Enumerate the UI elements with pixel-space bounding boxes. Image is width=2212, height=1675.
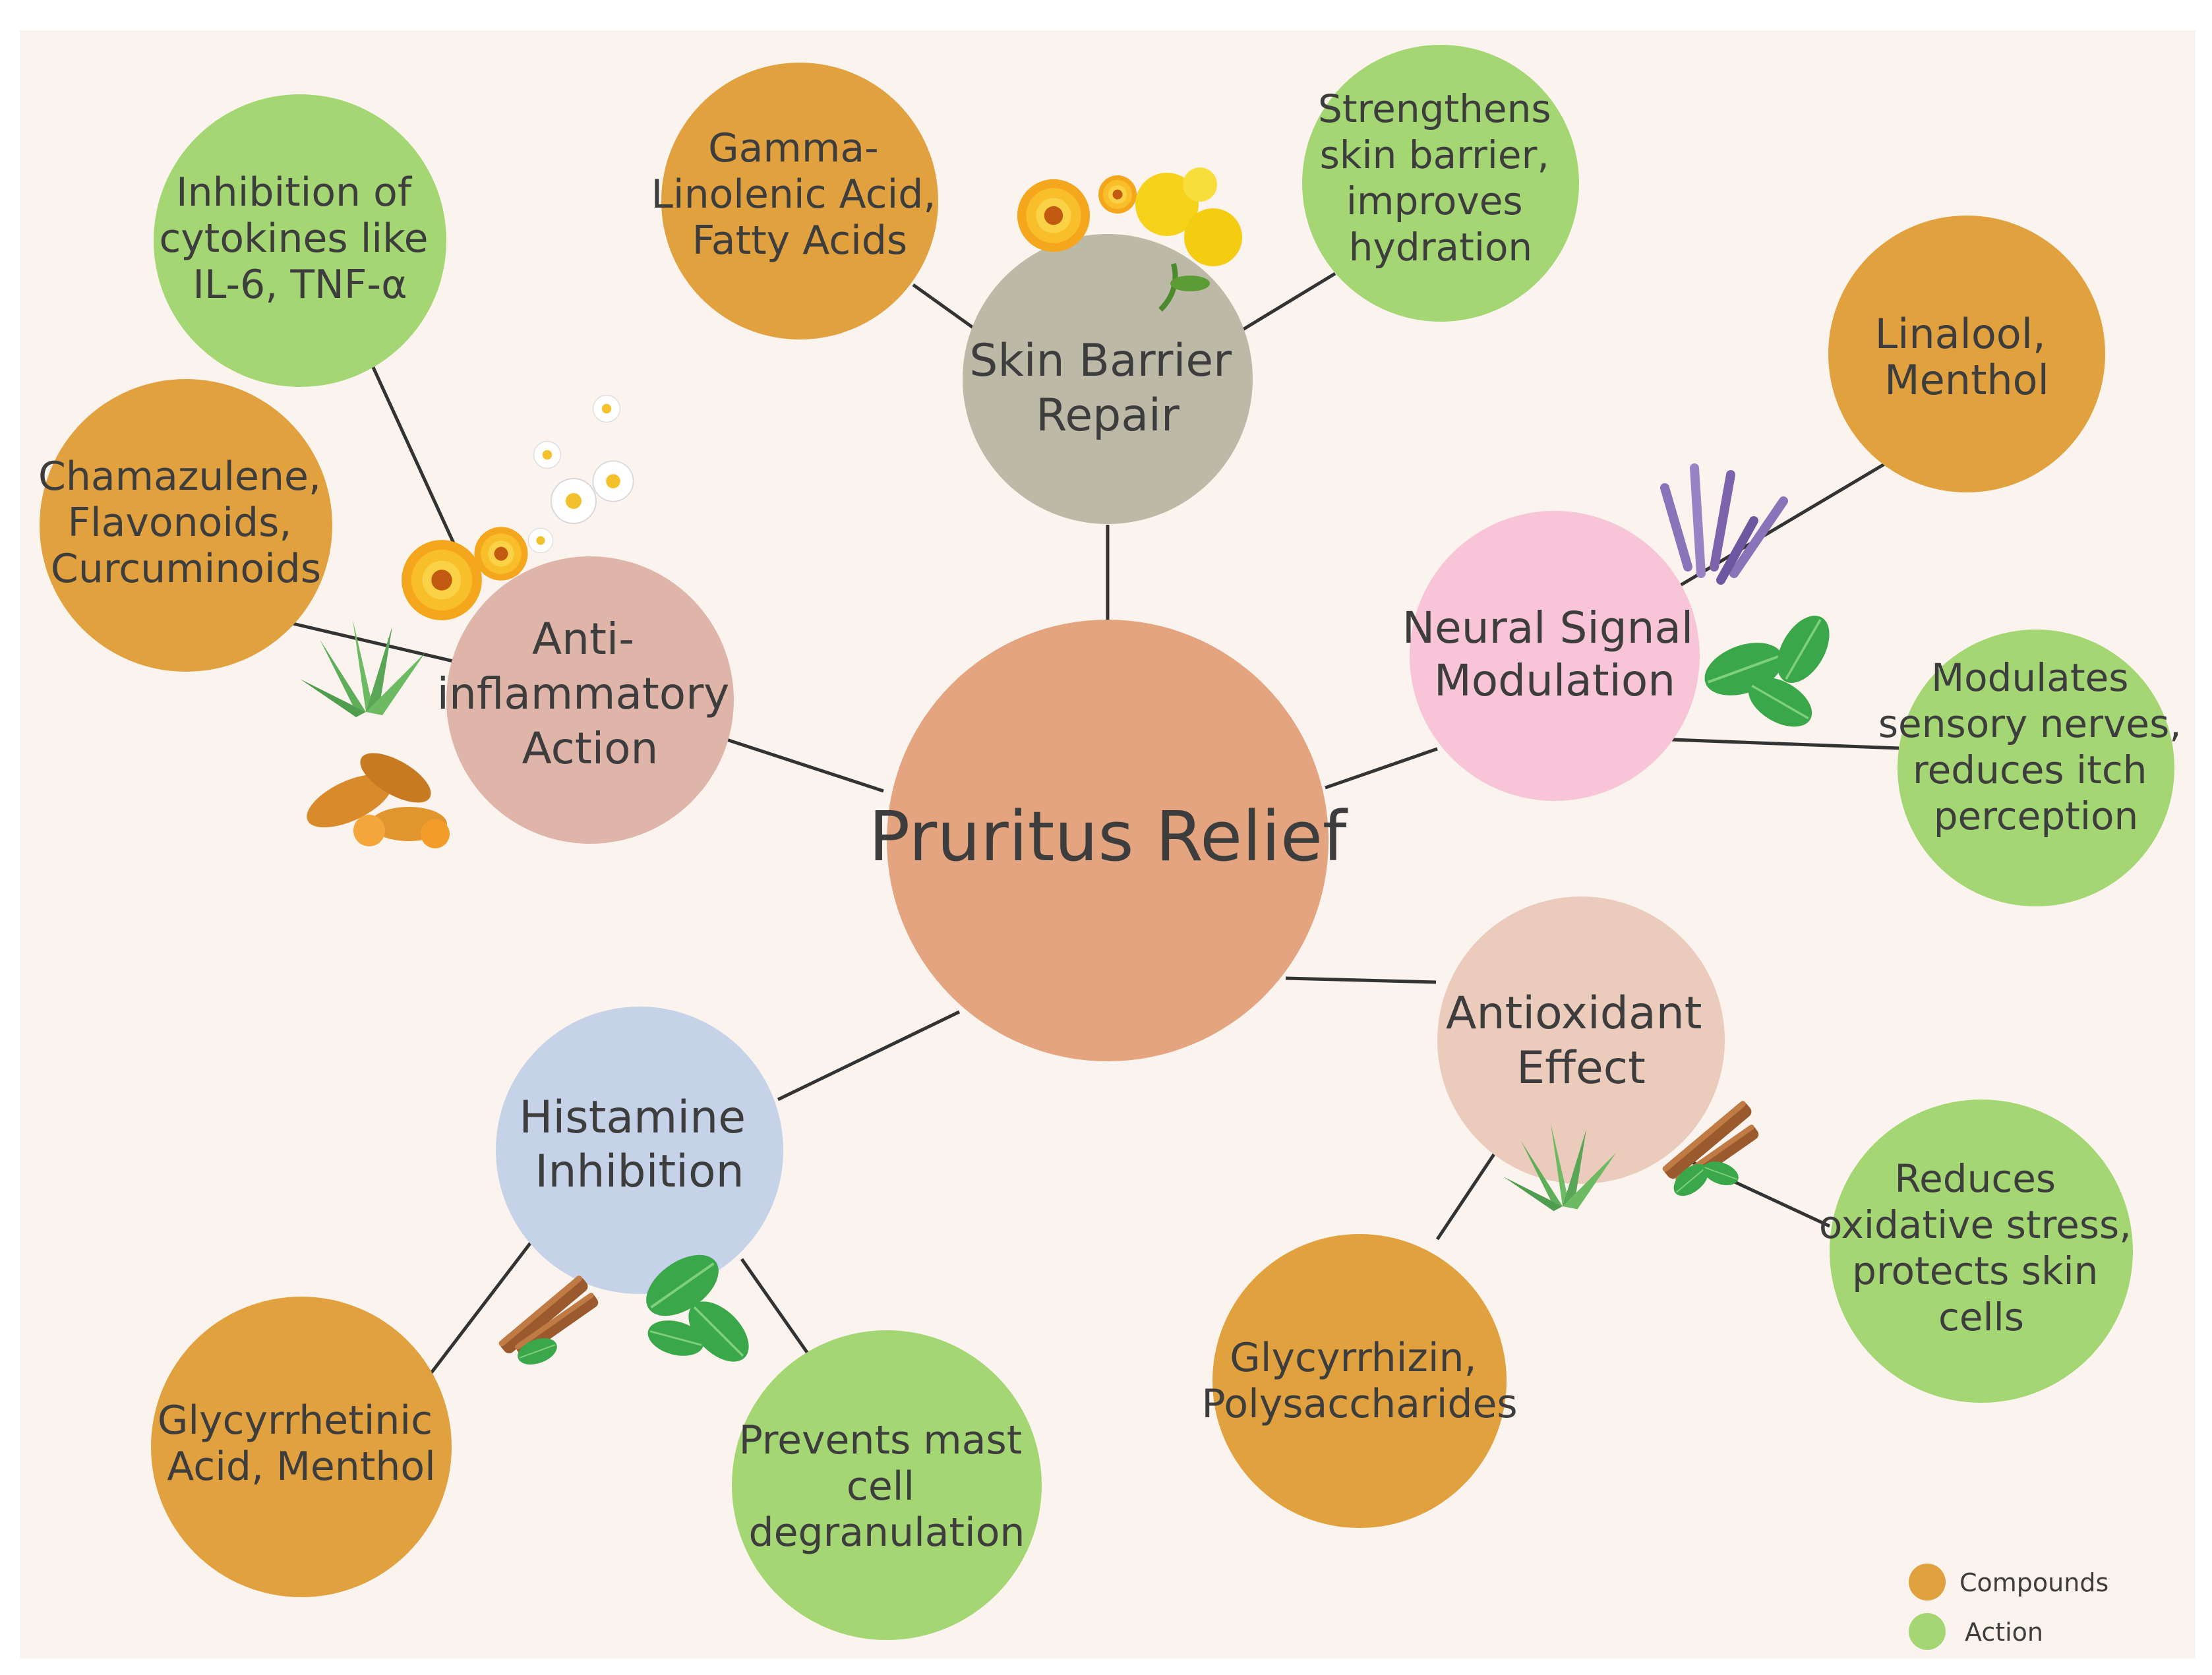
connector-center-anti-inflammatory	[718, 735, 884, 793]
legend: Compounds Action	[1909, 1564, 2108, 1650]
connector-histamine-compound	[427, 1241, 532, 1378]
connector-skin-barrier-compound	[912, 283, 977, 332]
legend-label-action: Action	[1965, 1618, 2043, 1647]
compound-node-glycyrrhetinic	[151, 1297, 452, 1597]
action-label-modulates-nerves: Modulates sensory nerves, reduces itch p…	[1878, 655, 2194, 838]
action-label-prevents-mast: Prevents mast cell degranulation	[739, 1417, 1035, 1556]
aloe-icon	[300, 620, 425, 717]
turmeric-icon	[307, 753, 450, 848]
action-node-reduces-oxidative	[1830, 1100, 2133, 1403]
compound-label-glycyrrhetinic: Glycyrrhetinic Acid, Menthol	[158, 1397, 445, 1490]
plant-illustration-anti-inflammatory	[300, 394, 634, 848]
connector-histamine-action	[740, 1258, 813, 1359]
mechanism-label-histamine: Histamine Inhibition	[519, 1092, 760, 1198]
connector-center-antioxidant	[1285, 976, 1437, 984]
chamomile-icon	[527, 394, 634, 554]
action-label-reduces-oxidative: Reduces oxidative stress, protects skin …	[1819, 1156, 2143, 1339]
mechanism-node-histamine	[496, 1007, 783, 1294]
mechanism-label-neural: Neural Signal Modulation	[1402, 602, 1707, 706]
mechanism-node-neural	[1410, 511, 1700, 801]
connector-lines	[289, 272, 1899, 1378]
connector-neural-compound	[1677, 459, 1890, 589]
action-node-prevents-mast	[732, 1330, 1042, 1640]
mechanism-label-antioxidant: Antioxidant Effect	[1446, 987, 1716, 1094]
center-label: Pruritus Relief	[868, 796, 1348, 877]
connector-skin-barrier-action	[1241, 272, 1336, 332]
plant-illustration-skin-barrier	[1017, 167, 1242, 312]
mechanism-label-anti-inflammatory: Anti- inflammatory Action	[437, 614, 744, 774]
connector-anti-inflammatory-action	[371, 365, 463, 562]
action-node-inhibition-cytokines	[154, 94, 446, 387]
compound-node-chamazulene	[40, 379, 332, 672]
compound-node-gamma-linolenic	[661, 63, 938, 339]
plant-illustration-neural	[1660, 463, 1841, 738]
mint-icon	[1696, 605, 1841, 738]
compound-label-chamazulene: Chamazulene, Flavonoids, Curcuminoids	[38, 454, 334, 592]
action-label-strengthens-barrier: Strengthens skin barrier, improves hydra…	[1318, 86, 1563, 270]
connector-antioxidant-compound	[1435, 1149, 1499, 1241]
compound-label-glycyrrhizin: Glycyrrhizin, Polysaccharides	[1201, 1335, 1517, 1427]
connector-center-histamine	[777, 1010, 961, 1102]
legend-swatch-action	[1909, 1613, 1946, 1650]
legend-label-compounds: Compounds	[1959, 1568, 2108, 1597]
legend-swatch-compounds	[1909, 1564, 1946, 1601]
compound-node-linalool	[1828, 216, 2105, 492]
compound-node-glycyrrhizin	[1212, 1234, 1507, 1528]
evening-primrose-icon	[1135, 167, 1242, 312]
mechanism-node-antioxidant	[1437, 896, 1725, 1184]
connector-center-neural	[1325, 747, 1438, 790]
center-node	[887, 620, 1329, 1061]
lavender-icon	[1660, 463, 1788, 585]
compound-label-linalool: Linalool, Menthol	[1875, 310, 2059, 404]
mechanism-node-anti-inflammatory	[446, 556, 734, 844]
mechanism-label-skin-barrier: Skin Barrier Repair	[969, 335, 1246, 442]
action-node-strengthens-barrier	[1302, 45, 1579, 322]
connector-neural-action	[1671, 738, 1899, 750]
mechanism-node-skin-barrier	[963, 234, 1253, 524]
compound-label-gamma-linolenic: Gamma- Linolenic Acid, Fatty Acids	[651, 125, 948, 264]
action-node-modulates-nerves	[1898, 630, 2174, 906]
action-label-inhibition-cytokines: Inhibition of cytokines like IL-6, TNF-α	[159, 169, 440, 308]
